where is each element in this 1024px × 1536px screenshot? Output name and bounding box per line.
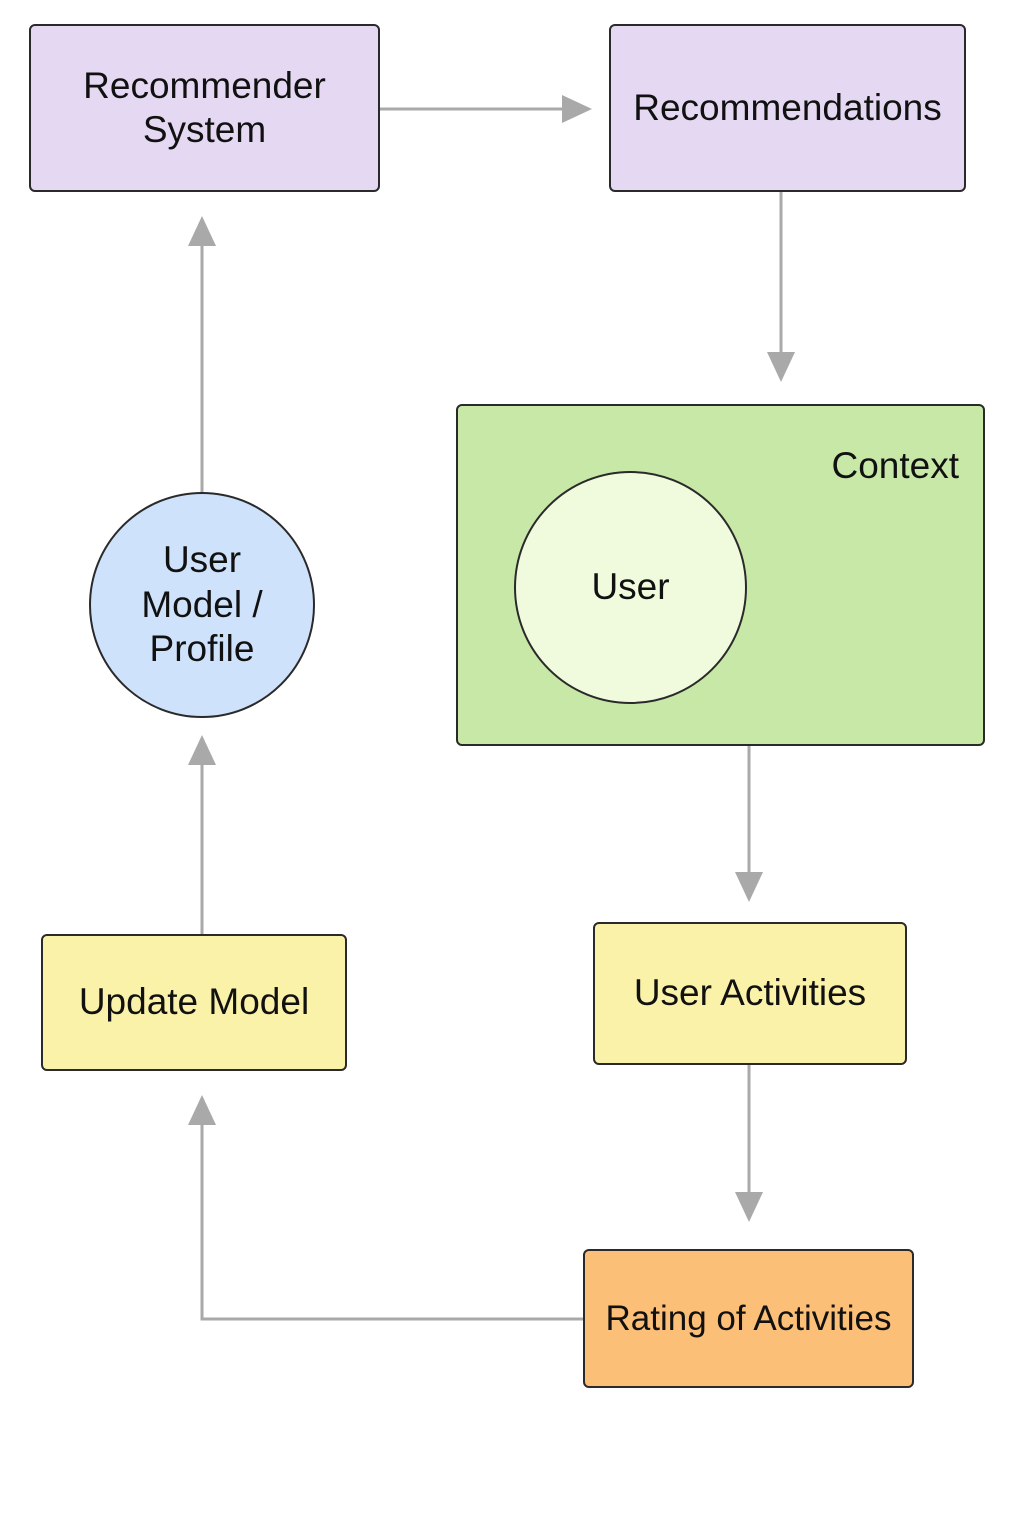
arrowhead-down xyxy=(767,352,795,382)
arrowhead-up xyxy=(188,216,216,246)
user-model-profile-label: User Model / Profile xyxy=(141,539,263,670)
recommendations-node: Recommendations xyxy=(609,24,966,192)
recommender-system-node: Recommender System xyxy=(29,24,380,192)
arrow-rating-to-update xyxy=(200,1120,583,1321)
user-activities-label: User Activities xyxy=(633,972,867,1014)
context-node: Context User xyxy=(456,404,985,746)
user-activities-node: User Activities xyxy=(593,922,907,1065)
user-label: User xyxy=(591,566,670,608)
rating-of-activities-label: Rating of Activities xyxy=(605,1298,892,1338)
context-label: Context xyxy=(831,445,959,486)
arrowhead-down xyxy=(735,1192,763,1222)
rating-of-activities-node: Rating of Activities xyxy=(583,1249,914,1388)
arrowhead-right xyxy=(562,95,592,123)
user-node: User xyxy=(514,471,747,704)
update-model-node: Update Model xyxy=(41,934,347,1071)
recommendations-label: Recommendations xyxy=(633,86,942,128)
arrowhead-up xyxy=(188,1095,216,1125)
update-model-label: Update Model xyxy=(78,981,310,1023)
arrowhead-up xyxy=(188,735,216,765)
arrowhead-down xyxy=(735,872,763,902)
user-model-profile-node: User Model / Profile xyxy=(89,492,315,718)
recommender-system-label: Recommender System xyxy=(83,64,326,150)
